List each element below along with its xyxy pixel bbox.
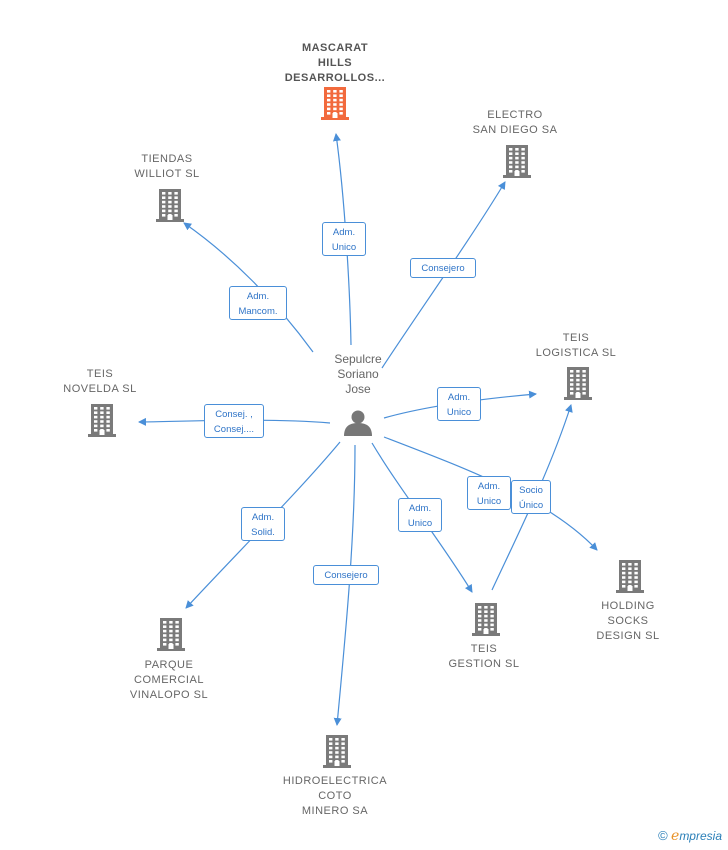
relation-tag-teis_logistica[interactable]: Adm. Unico [437,387,481,421]
building-icon-teis_novelda[interactable] [88,404,116,437]
edge-center-to-tiendas [183,222,314,353]
building-icon-parque[interactable] [157,618,185,651]
company-label-teis_novelda[interactable]: TEIS NOVELDA SL [63,368,137,395]
copyright-icon: © [658,828,668,843]
relation-tag-parque[interactable]: Adm. Solid. [241,507,285,541]
relation-tag-teis_gestion[interactable]: Adm. Unico [398,498,442,532]
building-icon-electro[interactable] [503,145,531,178]
building-icon-hidro[interactable] [323,735,351,768]
company-label-hidro[interactable]: HIDROELECTRICA COTO MINERO SA [282,775,388,817]
relation-tag-teis_novelda[interactable]: Consej. , Consej.... [204,404,264,438]
relation-tag-hidro[interactable]: Consejero [313,565,379,585]
building-icon-teis_gestion[interactable] [472,603,500,636]
brand-name: mpresia [679,829,722,843]
relation-tag-tiendas[interactable]: Adm. Mancom. [229,286,287,320]
company-label-tiendas[interactable]: TIENDAS WILLIOT SL [134,153,200,180]
building-icon-mascarat[interactable] [321,87,349,120]
company-label-teis_gestion[interactable]: TEIS GESTION SL [448,643,520,670]
relation-tag-mascarat[interactable]: Adm. Unico [322,222,366,256]
empresia-logo: © empresia [658,828,722,844]
relation-tag-electro[interactable]: Consejero [410,258,476,278]
company-label-electro[interactable]: ELECTRO SAN DIEGO SA [472,109,558,136]
relation-tag-holding[interactable]: Adm. Unico [467,476,511,510]
company-label-parque[interactable]: PARQUE COMERCIAL VINALOPO SL [129,659,209,701]
brand-initial: e [671,828,680,844]
relation-tag-teis_logistica[interactable]: Socio Único [511,480,551,514]
center-person-label[interactable]: Sepulcre Soriano Jose [334,352,382,396]
building-icon-teis_logistica[interactable] [564,367,592,400]
person-icon[interactable] [344,410,372,437]
company-label-teis_logistica[interactable]: TEIS LOGISTICA SL [535,332,617,359]
building-icon-holding[interactable] [616,560,644,593]
company-label-mascarat[interactable]: MASCARAT HILLS DESARROLLOS... [284,42,386,84]
building-icon-tiendas[interactable] [156,189,184,222]
company-label-holding[interactable]: HOLDING SOCKS DESIGN SL [596,600,660,642]
edge-center-to-hidro [333,444,356,726]
